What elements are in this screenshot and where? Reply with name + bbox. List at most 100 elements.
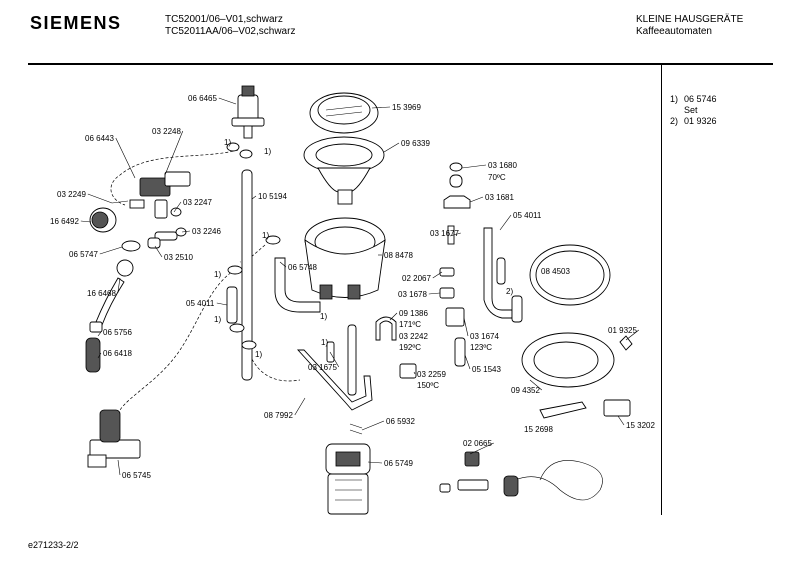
base-plate-inner-part xyxy=(533,341,599,379)
leader-line xyxy=(117,277,121,294)
lid-part xyxy=(309,92,379,134)
note-1-key: 1) xyxy=(670,94,679,104)
part-number-label: 03 2249 xyxy=(57,190,86,199)
drawing-id: e271233-2/2 xyxy=(28,540,79,550)
part-number-label: 03 2242 xyxy=(399,332,428,341)
leader-line xyxy=(389,312,398,321)
part-number-label: 171ºC xyxy=(399,320,421,329)
part-number-label: 03 2247 xyxy=(183,198,212,207)
thermofuse-part xyxy=(449,174,463,188)
leader-line xyxy=(413,371,416,375)
nozzle-tip-part xyxy=(89,321,103,333)
leader-line xyxy=(173,201,182,213)
leader-line xyxy=(164,130,184,176)
small-valve-part xyxy=(154,231,178,241)
part-number-label: 06 5749 xyxy=(384,459,413,468)
leader-line xyxy=(617,415,625,426)
fuse-clip-part xyxy=(443,195,471,209)
part-number-label: 03 1677 xyxy=(430,229,459,238)
cable-clip-part xyxy=(619,335,633,351)
part-number-label: 06 5748 xyxy=(288,263,317,272)
part-number-label: 15 3202 xyxy=(626,421,655,430)
bent-hose-part xyxy=(274,257,321,313)
part-number-label: 15 2698 xyxy=(524,425,553,434)
part-number-label: 10 5194 xyxy=(258,192,287,201)
part-number-label: 03 2246 xyxy=(192,227,221,236)
pump-part xyxy=(325,443,371,515)
strain-relief-part xyxy=(539,401,587,419)
valve-assembly-part xyxy=(231,85,265,139)
part-number-label: 01 9325 xyxy=(608,326,637,335)
part-number-label: 03 2259 xyxy=(417,370,446,379)
part-number-label: 08 4503 xyxy=(541,267,570,276)
small-seal-part xyxy=(147,237,161,249)
leader-line xyxy=(371,106,391,109)
mains-cable-part xyxy=(503,460,603,501)
part-number-label: 06 6465 xyxy=(188,94,217,103)
oring-part xyxy=(449,162,463,172)
connector-tube-part xyxy=(511,295,523,323)
bracket-part xyxy=(296,349,373,411)
part-number-label: 08 8478 xyxy=(384,251,413,260)
part-number-label: 06 5747 xyxy=(69,250,98,259)
connector-part xyxy=(439,267,455,277)
part-number-label: 03 1678 xyxy=(398,290,427,299)
valve-block-part xyxy=(129,171,191,219)
leader-line xyxy=(367,461,383,464)
part-number-label: 03 2510 xyxy=(164,253,193,262)
leader-line xyxy=(428,292,441,295)
terminal-block-part xyxy=(603,399,631,417)
knob-part xyxy=(89,207,117,233)
part-number-label: 150ºC xyxy=(417,381,439,390)
leader-line xyxy=(218,97,237,105)
note-2-value: 01 9326 xyxy=(684,116,717,126)
leader-line xyxy=(529,379,542,391)
part-number-label: 03 1681 xyxy=(485,193,514,202)
leader-line xyxy=(251,195,257,200)
assembly-line-left xyxy=(119,269,236,411)
leader-line xyxy=(464,354,471,370)
leader-line xyxy=(87,193,113,204)
leader-line xyxy=(432,271,443,279)
leader-line xyxy=(97,352,102,359)
part-number-label: 192ºC xyxy=(399,343,421,352)
thermo-switch-part xyxy=(445,307,465,327)
pin-part xyxy=(326,341,335,363)
part-number-label: 06 6418 xyxy=(103,349,132,358)
funnel-part xyxy=(303,136,385,205)
steam-nozzle-part xyxy=(121,240,141,252)
part-number-label: 06 6443 xyxy=(85,134,114,143)
ring-part xyxy=(170,207,182,217)
category-line-2: Kaffeeautomaten xyxy=(636,26,712,37)
set-marker-label: 2) xyxy=(506,287,513,296)
part-number-label: 15 3969 xyxy=(392,103,421,112)
leader-line xyxy=(463,317,469,337)
part-number-label: 05 4011 xyxy=(186,299,215,308)
part-number-label: 06 5756 xyxy=(103,328,132,337)
part-number-label: 03 1674 xyxy=(470,332,499,341)
short-tube-right-part xyxy=(496,257,506,285)
leader-line xyxy=(469,442,494,455)
set-marker-label: 1) xyxy=(321,338,328,347)
part-number-label: 09 1386 xyxy=(399,309,428,318)
leader-line xyxy=(115,137,136,179)
boiler-housing-part xyxy=(304,217,386,300)
gasket-inner-part xyxy=(535,250,605,300)
leader-line xyxy=(469,196,484,203)
part-number-label: 03 2248 xyxy=(152,127,181,136)
part-number-label: 05 1543 xyxy=(472,365,501,374)
leader-line xyxy=(361,420,385,431)
part-number-label: 16 6492 xyxy=(50,217,79,226)
part-number-label: 09 4352 xyxy=(511,386,540,395)
leader-line xyxy=(449,232,461,237)
part-number-label: 08 7992 xyxy=(264,411,293,420)
part-number-label: 16 6468 xyxy=(87,289,116,298)
ring-part-2 xyxy=(175,227,187,237)
thermostat-clip-part xyxy=(375,316,397,341)
rod-part xyxy=(347,324,357,396)
model-line-2: TC52011AA/06–V02,schwarz xyxy=(165,26,296,37)
part-number-label: 02 2067 xyxy=(402,274,431,283)
leader-line xyxy=(625,329,639,341)
part-number-label: 06 5745 xyxy=(122,471,151,480)
